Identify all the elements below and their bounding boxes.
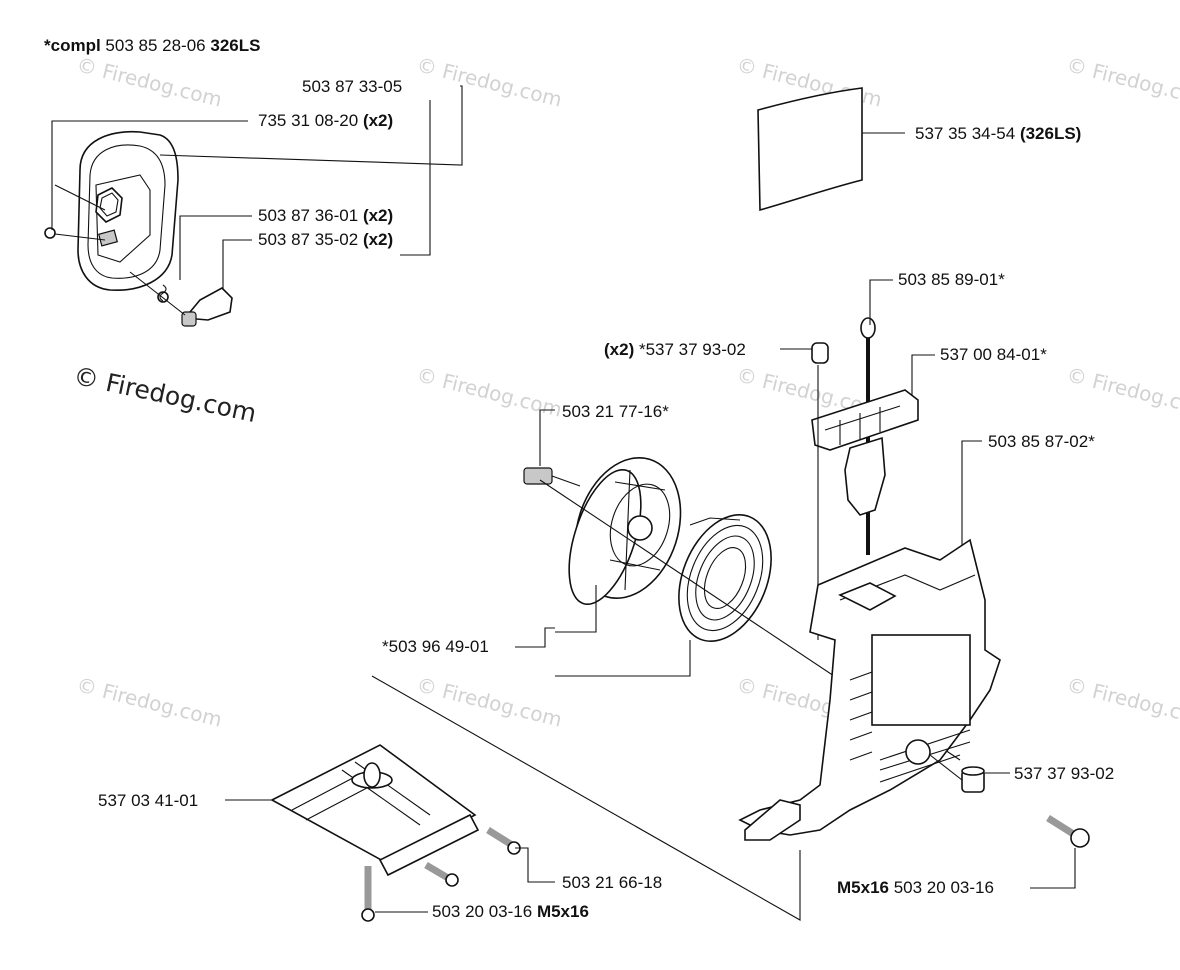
part-number: 735 31 08-20 (258, 111, 359, 130)
air-filter-cover-drawing (44, 130, 233, 327)
screw-drawing (361, 827, 521, 922)
compl-title: *compl 503 85 28-06 326LS (44, 36, 260, 56)
part-quantity: (x2) (362, 206, 394, 225)
part-number: 503 20 03-16 (432, 902, 533, 921)
decal-drawing (757, 87, 863, 212)
starter-pulley-drawing (523, 457, 682, 606)
starter-housing-drawing (738, 538, 1001, 841)
part-quantity: (x2) (362, 230, 394, 249)
starter-handle-drawing (811, 317, 919, 640)
part-label-503-21-77-16: 503 21 77-16* (562, 402, 669, 421)
part-label-537-00-84-01: 537 00 84-01* (940, 345, 1047, 364)
part-label-503-87-33-05: 503 87 33-05 (302, 77, 403, 96)
part-number: *537 37 93-02 (638, 340, 746, 359)
part-size: M5x16 (837, 878, 889, 897)
part-quantity: (x2) (604, 340, 635, 359)
bushing-drawing (961, 766, 985, 793)
part-number: 503 87 35-02 (258, 230, 359, 249)
part-label-503-21-66-18: 503 21 66-18 (562, 873, 663, 892)
part-size: M5x16 (536, 902, 589, 921)
part-label-537-37-93-02-right: 537 37 93-02 (1014, 764, 1115, 783)
recoil-spring-drawing (678, 514, 772, 642)
part-label-537-35-34-54: 537 35 34-54 (326LS) (915, 124, 1081, 144)
part-label-537-37-93-02-top: (x2) *537 37 93-02 (604, 340, 746, 360)
screw-right-drawing (1046, 815, 1090, 848)
part-label-503-85-89-01: 503 85 89-01* (898, 270, 1005, 289)
part-label-503-20-03-16-right: M5x16 503 20 03-16 (837, 878, 994, 898)
part-label-503-96-49-01: *503 96 49-01 (382, 637, 489, 656)
part-number: 537 35 34-54 (915, 124, 1016, 143)
part-label-503-20-03-16-bottom: 503 20 03-16 M5x16 (432, 902, 589, 922)
compl-suffix: 326LS (210, 36, 261, 55)
part-label-503-87-35-02: 503 87 35-02 (x2) (258, 230, 393, 250)
part-quantity: (x2) (362, 111, 394, 130)
part-label-503-85-87-02: 503 85 87-02* (988, 432, 1095, 451)
compl-prefix: *compl (44, 36, 101, 55)
part-label-503-87-36-01: 503 87 36-01 (x2) (258, 206, 393, 226)
part-label-537-03-41-01: 537 03 41-01 (98, 791, 199, 810)
bracket-plate-drawing (270, 744, 480, 877)
compl-number: 503 85 28-06 (105, 36, 206, 55)
part-note: (326LS) (1019, 124, 1082, 143)
part-number: 503 87 36-01 (258, 206, 359, 225)
part-label-735-31-08-20: 735 31 08-20 (x2) (258, 111, 393, 131)
part-number: 503 20 03-16 (893, 878, 994, 897)
leader-lines (51, 85, 1076, 921)
